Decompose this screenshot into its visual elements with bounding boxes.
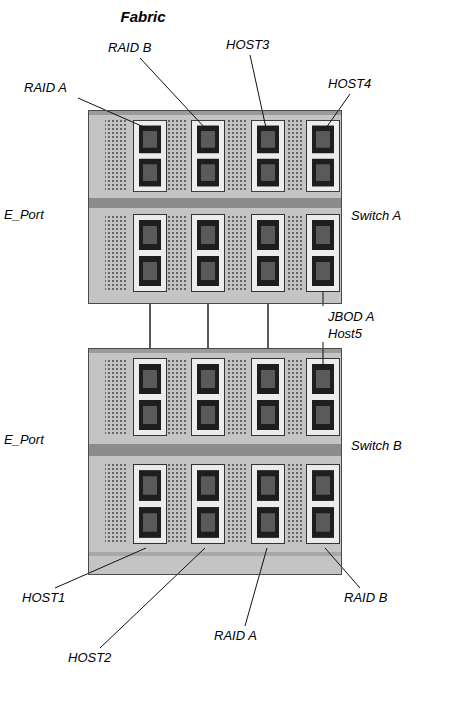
port-label: E_Port (4, 207, 44, 222)
port-label: RAID A (24, 80, 67, 95)
port-label: RAID A (214, 628, 257, 643)
port-label: HOST3 (226, 37, 269, 52)
port-label: JBOD A (328, 309, 374, 324)
switch-panel (88, 110, 342, 304)
switch-name: Switch B (351, 438, 402, 453)
fiber-cable (207, 304, 209, 348)
port-label: RAID B (108, 40, 151, 55)
fiber-cable (149, 304, 151, 348)
port-label: E_Port (4, 432, 44, 447)
leader-lines (55, 55, 360, 648)
port-label: Host5 (328, 326, 362, 341)
port-label: HOST1 (22, 590, 65, 605)
diagram-title: Fabric (120, 8, 165, 26)
port-label: HOST2 (68, 650, 111, 665)
switch-name: Switch A (351, 208, 401, 223)
port-label: RAID B (344, 590, 387, 605)
switch-box: Switch B (88, 348, 342, 575)
port-label: HOST4 (328, 76, 371, 91)
switch-box: Switch A (88, 110, 342, 304)
switch-panel (88, 348, 342, 575)
fiber-cable (267, 304, 269, 348)
